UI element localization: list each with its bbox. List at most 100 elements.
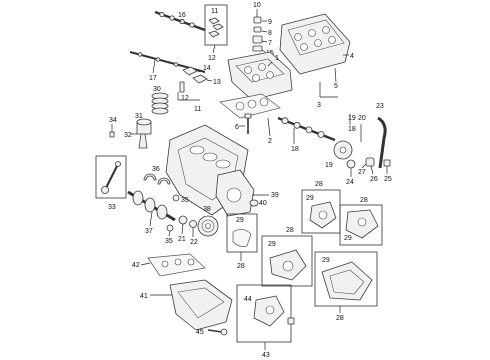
callout-12[interactable]: 12 [208, 55, 216, 62]
callout-12-mid[interactable]: 12 [181, 95, 189, 102]
callout-40[interactable]: 40 [259, 200, 267, 207]
oil-filter-box [236, 284, 292, 343]
callout-16[interactable]: 16 [178, 12, 186, 19]
callout-44[interactable]: 44 [244, 296, 252, 303]
callout-28-box5[interactable]: 28 [336, 315, 344, 322]
callout-23[interactable]: 23 [376, 103, 384, 110]
callout-28-gasket[interactable]: 28 [237, 263, 245, 270]
callout-45[interactable]: 45 [196, 329, 204, 336]
timing-cover[interactable] [215, 169, 255, 217]
callout-26[interactable]: 26 [370, 176, 378, 183]
rocker-arm-set[interactable] [208, 17, 224, 38]
head-gasket[interactable] [219, 93, 281, 119]
main-bearing-bolt[interactable] [172, 194, 180, 202]
crank-sprocket[interactable] [178, 215, 188, 225]
cover-assembly-box [314, 251, 378, 307]
crankshaft[interactable] [127, 190, 176, 222]
callout-41[interactable]: 41 [140, 293, 148, 300]
callout-20[interactable]: 20 [358, 115, 366, 122]
callout-18-left[interactable]: 18 [291, 146, 299, 153]
piston-pin-clip[interactable] [109, 131, 115, 138]
callout-30[interactable]: 30 [153, 86, 161, 93]
callout-32[interactable]: 32 [124, 132, 132, 139]
callout-28-box4[interactable]: 28 [286, 227, 294, 234]
camshaft-rear[interactable] [277, 116, 336, 142]
callout-29-box4[interactable]: 29 [268, 241, 276, 248]
gasket-box [226, 213, 258, 253]
callout-37[interactable]: 37 [145, 228, 153, 235]
pump-gasket[interactable] [232, 229, 252, 247]
timing-belt[interactable] [377, 116, 387, 169]
piston-ring-set[interactable] [151, 92, 169, 115]
drain-plug[interactable] [287, 317, 295, 325]
callout-19-upper[interactable]: 19 [348, 115, 356, 122]
callout-25[interactable]: 25 [384, 176, 392, 183]
seal-ring[interactable] [249, 199, 259, 207]
oil-pan[interactable] [169, 279, 233, 331]
rocker-arm-box [204, 4, 228, 46]
callout-29-box3[interactable]: 29 [236, 217, 244, 224]
callout-10[interactable]: 10 [253, 2, 261, 9]
tensioner-spring[interactable] [365, 157, 375, 167]
callout-39[interactable]: 39 [271, 192, 279, 199]
callout-5[interactable]: 5 [334, 83, 338, 90]
callout-11-mid[interactable]: 11 [194, 106, 201, 113]
callout-29-box1[interactable]: 29 [306, 195, 314, 202]
callout-13[interactable]: 13 [213, 79, 221, 86]
valve-cover[interactable] [279, 13, 351, 75]
crankshaft-pulley[interactable] [197, 215, 219, 237]
callout-2[interactable]: 2 [268, 138, 272, 145]
callout-7[interactable]: 7 [268, 40, 272, 47]
callout-6[interactable]: 6 [235, 124, 239, 131]
oil-pickup[interactable] [207, 328, 228, 336]
callout-28-box1[interactable]: 28 [315, 181, 323, 188]
callout-1[interactable]: 1 [275, 55, 279, 62]
cylinder-head[interactable] [227, 51, 293, 101]
callout-9[interactable]: 9 [268, 19, 272, 26]
callout-19-lower[interactable]: 19 [325, 162, 333, 169]
thermostat-housing[interactable] [269, 249, 307, 281]
water-pump[interactable] [309, 201, 337, 229]
callout-38[interactable]: 38 [203, 206, 211, 213]
bearing-shells[interactable] [143, 173, 171, 185]
cam-sprocket[interactable] [333, 140, 353, 160]
callout-34[interactable]: 34 [109, 117, 117, 124]
intake-manifold-gasket[interactable] [147, 253, 206, 277]
idler-bolt[interactable] [383, 159, 391, 167]
callout-21[interactable]: 21 [178, 236, 186, 243]
front-cover-assembly[interactable] [321, 261, 373, 301]
callout-31[interactable]: 31 [135, 113, 143, 120]
callout-22[interactable]: 22 [190, 239, 198, 246]
callout-29-box5[interactable]: 29 [322, 257, 330, 264]
callout-18-right[interactable]: 18 [348, 126, 356, 133]
head-bolt[interactable] [244, 113, 252, 134]
callout-4[interactable]: 4 [350, 53, 354, 60]
callout-33[interactable]: 33 [108, 204, 116, 211]
rocker-arm-assembly[interactable] [179, 66, 208, 93]
callout-35-upper[interactable]: 35 [181, 197, 189, 204]
callout-14[interactable]: 14 [203, 65, 211, 72]
callout-29-box2[interactable]: 29 [344, 235, 352, 242]
callout-36[interactable]: 36 [152, 166, 160, 173]
valve-spring-stack[interactable] [252, 16, 263, 52]
crank-bolt[interactable] [166, 224, 174, 232]
callout-43[interactable]: 43 [262, 352, 270, 359]
callout-24[interactable]: 24 [346, 179, 354, 186]
thermostat-box [261, 235, 313, 287]
crank-washer[interactable] [189, 220, 197, 228]
callout-35-lower[interactable]: 35 [165, 238, 173, 245]
tensioner-pulley[interactable] [346, 159, 356, 169]
camshaft-front[interactable] [154, 10, 206, 32]
connecting-rod[interactable] [101, 161, 121, 194]
oil-filter-adapter[interactable] [253, 295, 285, 327]
callout-17[interactable]: 17 [149, 75, 157, 82]
callout-28-box2[interactable]: 28 [360, 197, 368, 204]
piston-assembly[interactable] [136, 118, 152, 149]
oil-pump[interactable] [345, 209, 379, 239]
callout-3[interactable]: 3 [317, 102, 321, 109]
callout-27[interactable]: 27 [358, 169, 366, 176]
callout-8[interactable]: 8 [268, 30, 272, 37]
callout-42[interactable]: 42 [132, 262, 140, 269]
callout-11-top[interactable]: 11 [211, 8, 218, 15]
